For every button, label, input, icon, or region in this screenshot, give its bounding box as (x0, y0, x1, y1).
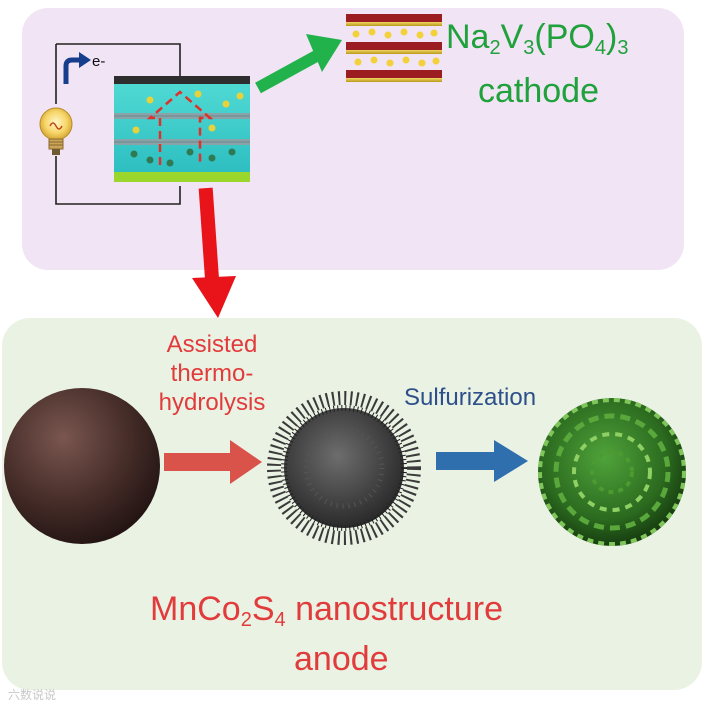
circuit-wires (55, 43, 181, 205)
flower-nanosphere (538, 398, 686, 546)
hydrolysis-label: Assisted thermo-hydrolysis (158, 331, 266, 416)
light-bulb-icon (39, 107, 73, 155)
battery-cell (114, 76, 250, 182)
spiky-nanosphere (267, 391, 421, 545)
electron-arrow-icon (63, 52, 91, 84)
hydrolysis-arrow-icon (164, 440, 262, 484)
anode-formula: MnCo2S4 nanostructure (150, 590, 503, 631)
green-arrow-icon (255, 34, 342, 94)
cathode-label: cathode (478, 72, 599, 110)
sulfurization-arrow-icon (436, 440, 528, 482)
sulfurization-label: Sulfurization (404, 384, 537, 411)
electron-label: e- (92, 53, 105, 70)
cathode-crystal-structure (346, 14, 442, 82)
anode-label: anode (294, 640, 389, 678)
red-arrow-icon (192, 187, 236, 318)
cathode-formula: Na2V3(PO4)3 (446, 18, 629, 59)
precursor-sphere (4, 388, 160, 544)
watermark: 六数说说 (8, 688, 57, 702)
